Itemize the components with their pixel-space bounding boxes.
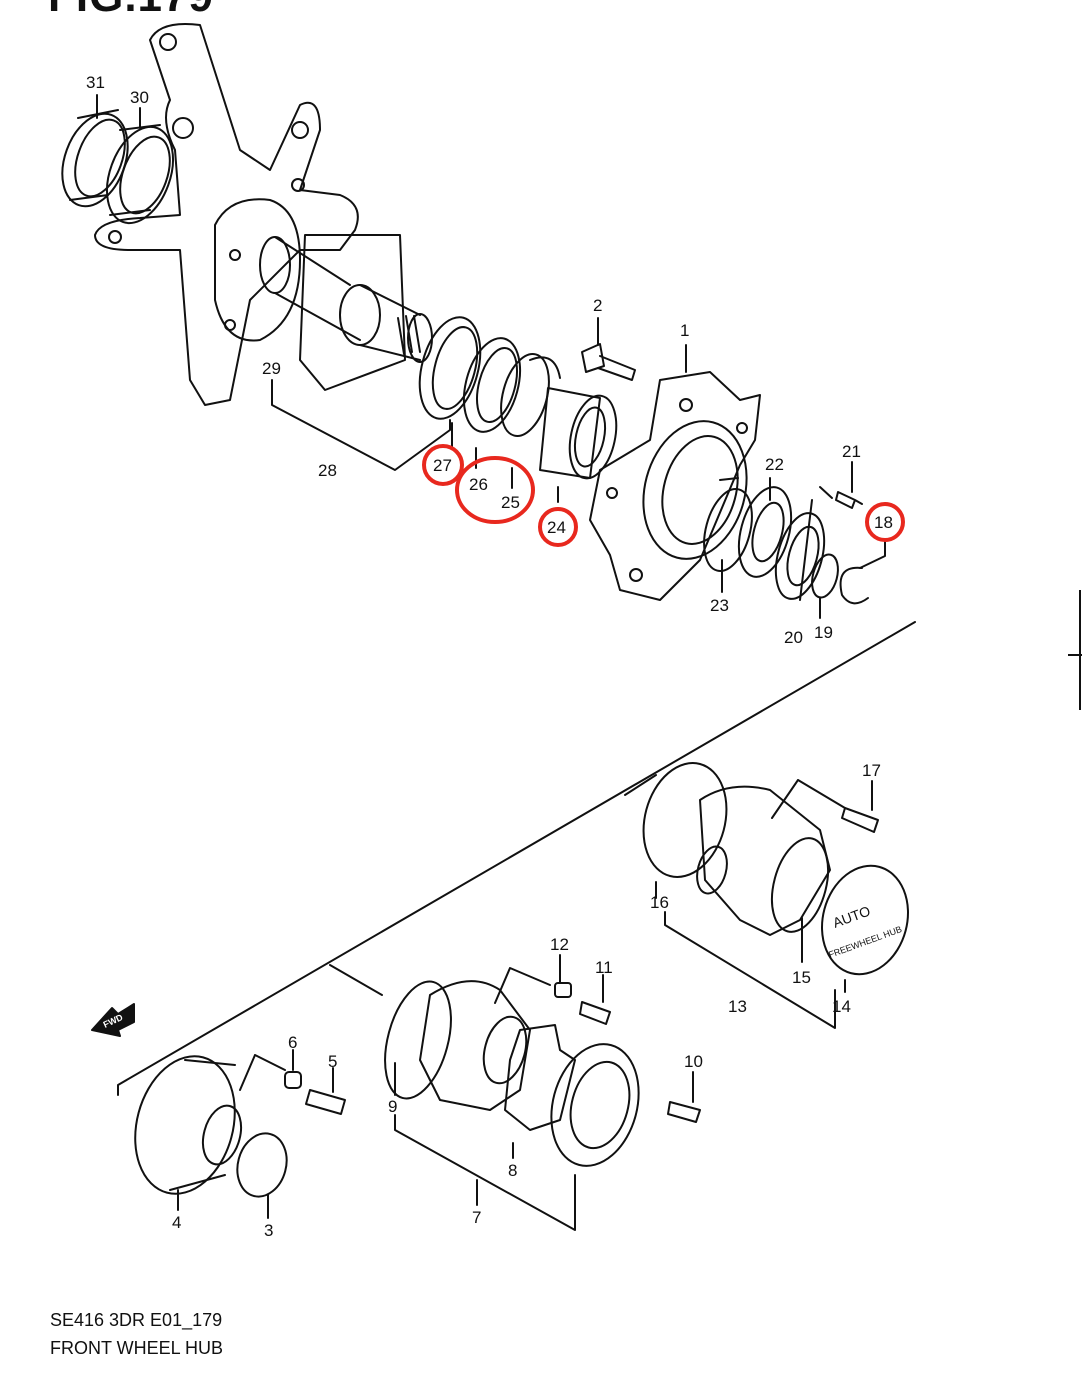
part-label-8: 8 bbox=[508, 1161, 517, 1180]
part-label-23: 23 bbox=[710, 596, 729, 615]
plate-20 bbox=[774, 512, 826, 600]
bearing-24 bbox=[539, 387, 618, 480]
part-label-15: 15 bbox=[792, 968, 811, 987]
group-bracket-13 bbox=[664, 911, 836, 1029]
group-bracket-7 bbox=[394, 1114, 576, 1231]
spacer-23 bbox=[703, 488, 753, 572]
part-label-2: 2 bbox=[593, 296, 602, 315]
part-label-12: 12 bbox=[550, 935, 569, 954]
hub-knob-cover bbox=[550, 1043, 640, 1167]
leader-lines bbox=[96, 94, 886, 1219]
part-label-7: 7 bbox=[472, 1208, 481, 1227]
part-label-10: 10 bbox=[684, 1052, 703, 1071]
figure-heading: FIG.179 bbox=[48, 0, 214, 22]
group-bracket-28 bbox=[271, 379, 451, 471]
highlight-markers bbox=[422, 444, 905, 547]
pin-12 bbox=[554, 982, 572, 998]
part-label-28: 28 bbox=[318, 461, 337, 480]
nut-26 bbox=[462, 337, 522, 433]
part-label-31: 31 bbox=[86, 73, 105, 92]
diagram-title: FRONT WHEEL HUB bbox=[50, 1338, 224, 1358]
hub-cap-text-auto: AUTO bbox=[831, 903, 873, 931]
part-label-18: 18 bbox=[874, 513, 893, 532]
steering-knuckle bbox=[94, 23, 359, 406]
part-label-14: 14 bbox=[832, 997, 851, 1016]
gasket-8 bbox=[504, 1024, 576, 1131]
part-label-21: 21 bbox=[842, 442, 861, 461]
fwd-arrow-icon: FWD bbox=[91, 1003, 135, 1037]
ring-19 bbox=[811, 553, 839, 599]
highlight-18 bbox=[865, 502, 905, 542]
part-label-25: 25 bbox=[501, 493, 520, 512]
bolt-10 bbox=[667, 1101, 701, 1123]
o-ring-16 bbox=[642, 762, 728, 878]
oil-seal-31 bbox=[61, 109, 129, 208]
part-label-17: 17 bbox=[862, 761, 881, 780]
bolt-11 bbox=[579, 1001, 611, 1025]
part-label-20: 20 bbox=[784, 628, 803, 647]
part-label-9: 9 bbox=[388, 1097, 397, 1116]
part-label-5: 5 bbox=[328, 1052, 337, 1071]
highlight-24 bbox=[538, 507, 578, 547]
highlight-27 bbox=[422, 444, 464, 486]
o-ring-9 bbox=[384, 980, 452, 1100]
part-label-19: 19 bbox=[814, 623, 833, 642]
part-label-4: 4 bbox=[172, 1213, 181, 1232]
group-bracket-upper-lower bbox=[117, 621, 916, 1096]
spindle bbox=[259, 234, 433, 391]
part-label-6: 6 bbox=[288, 1033, 297, 1052]
bearing-30 bbox=[106, 124, 174, 225]
snap-ring-18 bbox=[839, 566, 869, 605]
screw-21 bbox=[835, 491, 863, 509]
part-label-24: 24 bbox=[547, 518, 566, 537]
part-label-26: 26 bbox=[469, 475, 488, 494]
cap-3 bbox=[236, 1132, 288, 1198]
highlight-26-25 bbox=[455, 456, 535, 524]
manual-hub-body bbox=[419, 980, 531, 1111]
part-label-27: 27 bbox=[433, 456, 452, 475]
part-label-22: 22 bbox=[765, 455, 784, 474]
page-edge-mark bbox=[1068, 590, 1082, 710]
part-label-11: 11 bbox=[595, 958, 613, 977]
part-label-13: 13 bbox=[728, 997, 747, 1016]
lock-washer-25 bbox=[500, 353, 561, 437]
bolt-17 bbox=[841, 807, 879, 833]
pin-6 bbox=[284, 1071, 302, 1089]
flange-4 bbox=[134, 1055, 243, 1195]
diagram-code: SE416 3DR E01_179 bbox=[50, 1310, 223, 1330]
wheel-hub-1 bbox=[589, 371, 761, 601]
hub-bolt-2 bbox=[581, 343, 636, 381]
washer-22 bbox=[737, 486, 793, 578]
part-label-29: 29 bbox=[262, 359, 281, 378]
bolt-5 bbox=[305, 1089, 346, 1115]
free-wheel-hub-13 bbox=[696, 785, 831, 936]
washer-27 bbox=[418, 316, 482, 420]
part-label-16: 16 bbox=[650, 893, 669, 912]
part-label-3: 3 bbox=[264, 1221, 273, 1240]
part-label-30: 30 bbox=[130, 88, 149, 107]
part-label-1: 1 bbox=[680, 321, 689, 340]
